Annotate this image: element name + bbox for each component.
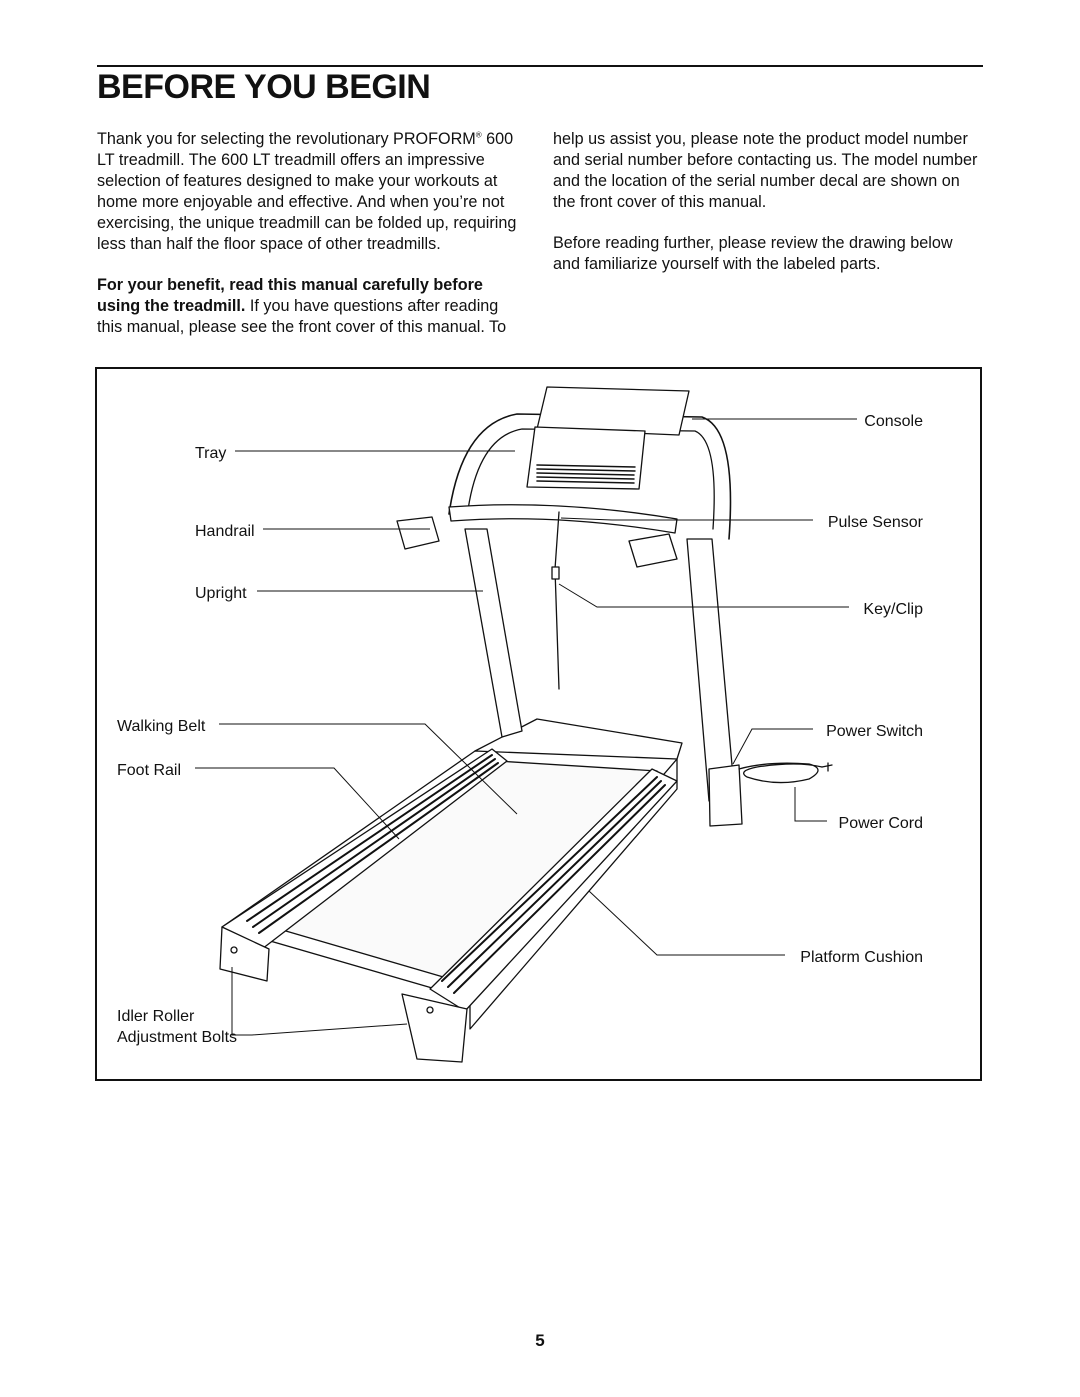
intro-text-rest: 600 LT treadmill. The 600 LT treadmill o… [97,130,517,253]
treadmill-diagram-frame: Tray Handrail Upright Walking Belt Foot … [95,367,982,1081]
registered-mark: ® [475,130,482,140]
intro-paragraph: Thank you for selecting the revolutionar… [97,129,527,255]
safety-key-cord [554,511,560,690]
intro-text-start: Thank you for selecting the revolutionar… [97,130,476,148]
pulse-sensor-bar [448,504,678,534]
label-adjustment-bolts: Adjustment Bolts [117,1029,237,1046]
deck-side [469,758,678,1030]
intro-column-left: Thank you for selecting the revolutionar… [97,129,527,358]
label-upright: Upright [195,585,247,602]
tray-shelf [526,426,646,490]
left-handrail [396,516,440,550]
manual-advice-paragraph-continued: help us assist you, please note the prod… [553,130,978,211]
upright-base [708,764,743,827]
rear-right-foot [401,993,468,1063]
page-title: BEFORE YOU BEGIN [97,68,431,106]
page-number: 5 [535,1331,545,1350]
label-platform-cushion: Platform Cushion [800,949,923,966]
label-idler-roller: Idler Roller [117,1008,195,1025]
label-handrail: Handrail [195,523,255,540]
label-pulse-sensor: Pulse Sensor [828,514,924,531]
manual-advice-continuation: If you have questions after reading this… [97,297,507,336]
label-walking-belt: Walking Belt [117,718,206,735]
header-rule [97,65,983,67]
power-cord [738,762,823,784]
right-foot-rail [429,768,678,1012]
label-key-clip: Key/Clip [863,601,923,618]
right-upright [686,538,736,802]
review-drawing-paragraph: Before reading further, please review th… [553,234,953,273]
console-panel [536,386,690,436]
label-foot-rail: Foot Rail [117,762,181,779]
console-vent [536,464,636,484]
label-power-cord: Power Cord [839,815,923,832]
right-handrail [628,533,678,568]
left-upright [464,528,523,738]
treadmill-diagram: Tray Handrail Upright Walking Belt Foot … [117,386,924,1063]
manual-advice-bold: For your benefit, read this manual caref… [97,276,483,315]
leader-lines [195,418,857,1036]
label-power-switch: Power Switch [826,723,923,740]
label-tray: Tray [195,445,226,462]
manual-advice-paragraph: For your benefit, read this manual caref… [97,275,527,338]
intro-column-right: help us assist you, please note the prod… [553,129,983,295]
label-console: Console [864,413,923,430]
treadmill-drawing [219,386,833,1063]
